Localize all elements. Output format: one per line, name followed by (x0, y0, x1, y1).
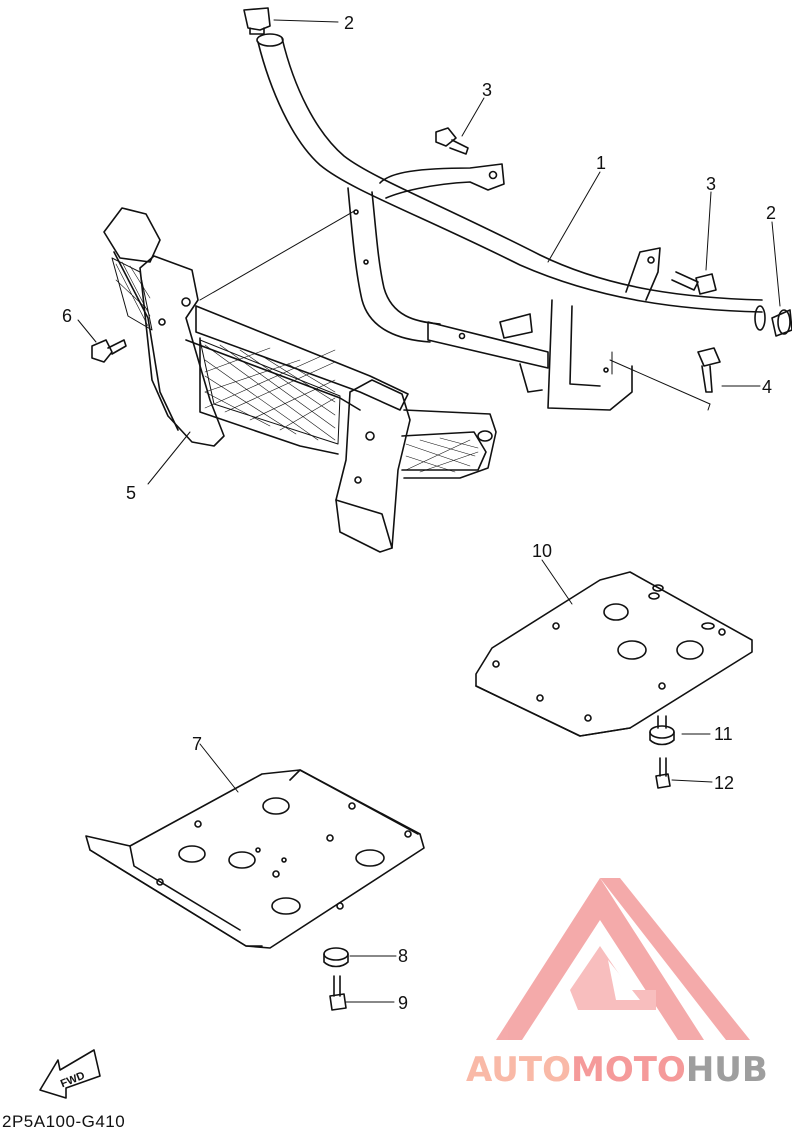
bolt-3-top (435, 127, 469, 155)
washer-8 (323, 947, 349, 968)
cap-2-top (243, 7, 271, 35)
skid-plate-7 (85, 769, 425, 949)
callout-4: 4 (762, 377, 772, 397)
bolt-12 (655, 757, 671, 789)
callout-3-top: 3 (482, 80, 492, 100)
callout-2-right: 2 (766, 203, 776, 223)
callout-5: 5 (126, 483, 136, 503)
watermark-part-auto: AUTO (466, 1050, 571, 1090)
callout-10: 10 (532, 541, 552, 561)
callout-12: 12 (714, 773, 734, 793)
watermark-text: AUTOMOTOHUB (466, 1050, 768, 1090)
callout-2-top: 2 (344, 13, 354, 33)
watermark-part-moto: MOTO (570, 1050, 686, 1090)
callout-3-right: 3 (706, 174, 716, 194)
callout-6: 6 (62, 306, 72, 326)
bolt-9 (329, 975, 347, 1011)
cap-2-right (771, 309, 792, 337)
skid-plate-10 (475, 571, 753, 737)
callout-1: 1 (596, 153, 606, 173)
diagram-code: 2P5A100-G410 (2, 1112, 126, 1131)
callout-7: 7 (192, 734, 202, 754)
watermark-part-hub: HUB (685, 1050, 768, 1090)
automotohub-logo-icon (496, 878, 750, 1040)
bolt-6 (91, 339, 127, 363)
front-bumper (103, 207, 497, 553)
fwd-arrow (39, 1049, 101, 1099)
callout-9: 9 (398, 993, 408, 1013)
leader-lines (77, 19, 781, 1003)
bolt-4 (697, 347, 721, 393)
fwd-label: FWD (59, 1070, 87, 1091)
callout-8: 8 (398, 946, 408, 966)
bumper-mesh (115, 261, 479, 473)
front-guard-tube (256, 33, 766, 411)
bolt-3-right (671, 271, 717, 295)
callout-11: 11 (714, 724, 733, 744)
washer-11 (649, 715, 675, 746)
